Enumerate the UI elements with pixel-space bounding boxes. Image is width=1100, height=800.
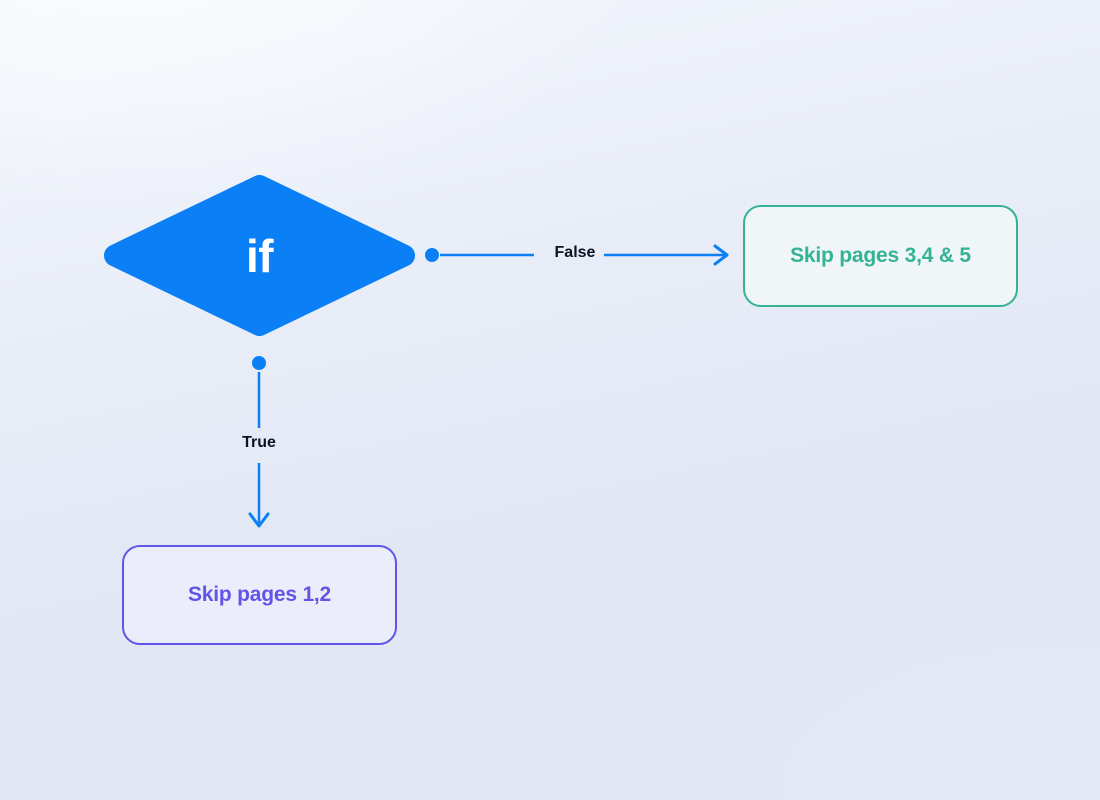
decision-diamond-shape xyxy=(104,175,415,336)
true-target-node[interactable]: Skip pages 1,2 xyxy=(122,545,397,645)
true-branch-label: True xyxy=(242,434,276,451)
true-branch-source-dot xyxy=(252,356,266,370)
false-target-node[interactable]: Skip pages 3,4 & 5 xyxy=(743,205,1018,307)
true-branch-arrowhead-icon xyxy=(248,512,270,528)
false-branch-arrowhead-icon xyxy=(713,244,729,266)
false-target-label: Skip pages 3,4 & 5 xyxy=(790,244,971,267)
false-branch-label: False xyxy=(554,244,596,261)
true-target-label: Skip pages 1,2 xyxy=(187,583,332,606)
decision-node[interactable]: if xyxy=(104,175,415,336)
false-branch-source-dot xyxy=(425,248,439,262)
